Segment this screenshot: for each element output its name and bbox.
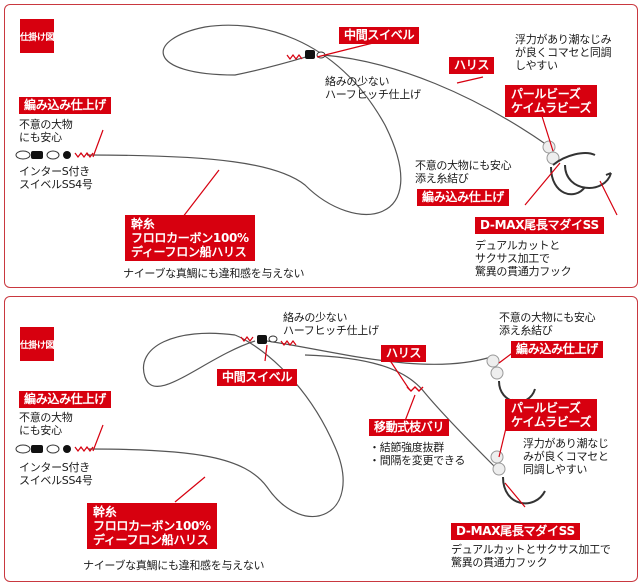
rig-diagram-bottom: 仕掛け図 編み込み仕上げ 不意の大物 にも安心 インターS付き スイベルSS4号… bbox=[4, 296, 638, 582]
dual-cut-text: デュアルカットと サクサス加工で 驚異の貫通力フック bbox=[475, 239, 572, 278]
main-line bbox=[86, 24, 402, 215]
inter-swivel-icon bbox=[15, 150, 94, 160]
unexpected-fish-text-right: 不意の大物にも安心 添え糸結び bbox=[415, 159, 512, 185]
middle-swivel-icon bbox=[286, 50, 326, 60]
dmax-hook-label: D-MAX尾長マダイSS bbox=[475, 217, 604, 234]
gentle-text: ナイーブな真鯛にも違和感を与えない bbox=[83, 559, 265, 572]
mainline-label: 幹糸 フロロカーボン100% ディーフロン船ハリス bbox=[125, 215, 255, 261]
rig-lines-top bbox=[15, 24, 618, 236]
pearl-beads-label: パールビーズ ケイムラビーズ bbox=[505, 399, 598, 431]
unexpected-fish-text-left: 不意の大物 にも安心 bbox=[19, 411, 73, 437]
harisu-label: ハリス bbox=[381, 345, 427, 362]
buoyancy-text: 浮力があり潮なじ みが良くコマセと 同調しやすい bbox=[523, 437, 609, 476]
pearl-beads-label: パールビーズ ケイムラビーズ bbox=[505, 85, 598, 117]
harisu-line bbox=[266, 340, 492, 365]
rig-diagram-tag: 仕掛け図 bbox=[20, 19, 55, 53]
hook-icon bbox=[550, 152, 612, 196]
pearl-beads-icon bbox=[542, 140, 560, 165]
inter-swivel-text: インターS付き スイベルSS4号 bbox=[19, 461, 93, 487]
braided-finish-label-right: 編み込み仕上げ bbox=[511, 341, 603, 358]
unexpected-fish-text-right: 不意の大物にも安心 添え糸結び bbox=[499, 311, 596, 337]
branch-hook-knot-icon bbox=[406, 386, 424, 392]
main-line bbox=[88, 334, 344, 517]
dmax-hook-label: D-MAX尾長マダイSS bbox=[451, 523, 580, 540]
middle-swivel-icon bbox=[240, 335, 297, 346]
rig-diagram-top: 仕掛け図 編み込み仕上げ 不意の大物 にも安心 インターS付き スイベルSS4号… bbox=[4, 4, 638, 288]
dual-cut-text: デュアルカットとサクサス加工で 驚異の貫通力フック bbox=[451, 543, 611, 569]
inter-swivel-icon bbox=[15, 444, 94, 454]
upper-loop bbox=[142, 332, 256, 387]
unexpected-fish-text-left: 不意の大物 にも安心 bbox=[19, 118, 73, 144]
branch-hook-points-text: ・結節強度抜群 ・間隔を変更できる bbox=[369, 441, 466, 467]
pearl-beads-icon bbox=[486, 354, 506, 476]
braided-finish-label-right: 編み込み仕上げ bbox=[417, 189, 509, 206]
branch-line bbox=[304, 354, 496, 468]
harisu-label: ハリス bbox=[449, 57, 495, 74]
rig-lines-bottom bbox=[15, 332, 546, 517]
buoyancy-text: 浮力があり潮なじみ が良くコマセと同調 しやすい bbox=[515, 33, 612, 72]
half-hitch-text: 絡みの少ない ハーフヒッチ仕上げ bbox=[325, 75, 421, 101]
half-hitch-text: 絡みの少ない ハーフヒッチ仕上げ bbox=[283, 311, 379, 337]
middle-swivel-label: 中間スイベル bbox=[217, 369, 298, 386]
movable-branch-hook-label: 移動式枝バリ bbox=[369, 419, 450, 436]
middle-swivel-label: 中間スイベル bbox=[339, 27, 420, 44]
rig-diagram-tag: 仕掛け図 bbox=[20, 327, 55, 361]
gentle-text: ナイーブな真鯛にも違和感を与えない bbox=[123, 267, 305, 280]
mainline-label: 幹糸 フロロカーボン100% ディーフロン船ハリス bbox=[87, 503, 217, 549]
inter-swivel-text: インターS付き スイベルSS4号 bbox=[19, 165, 93, 191]
braided-finish-label-left: 編み込み仕上げ bbox=[19, 97, 111, 114]
harisu-line bbox=[322, 54, 548, 146]
braided-finish-label-left: 編み込み仕上げ bbox=[19, 391, 111, 408]
